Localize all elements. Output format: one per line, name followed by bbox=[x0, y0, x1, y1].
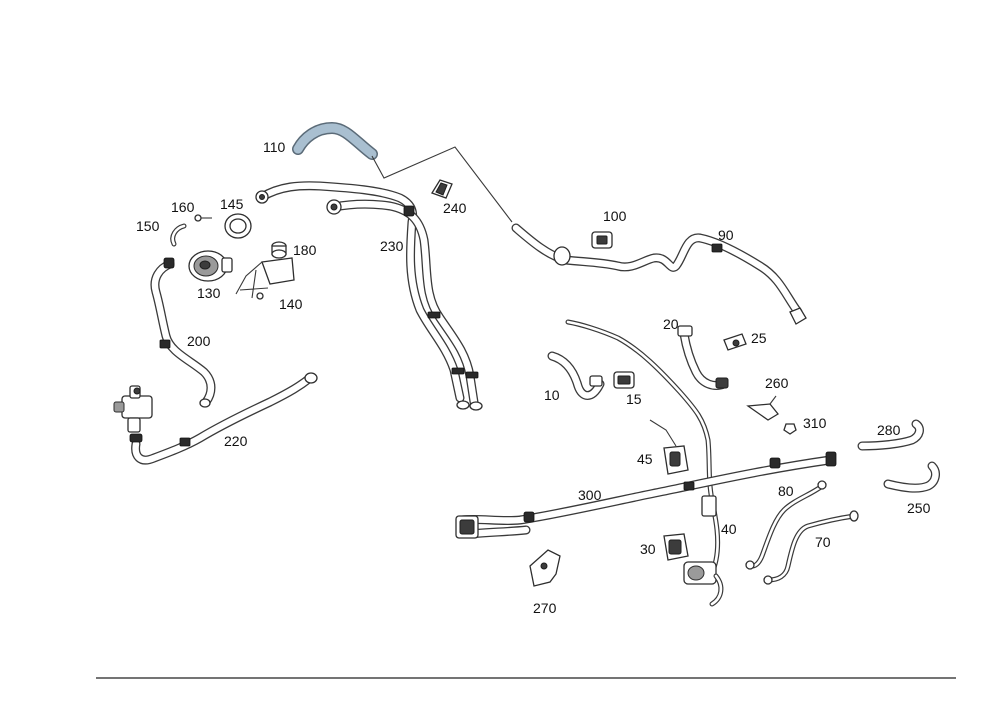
callout-25[interactable]: 25 bbox=[751, 330, 767, 346]
part-300-hose[interactable] bbox=[455, 451, 837, 539]
part-80-pipe[interactable] bbox=[745, 480, 827, 570]
part-100-clip[interactable] bbox=[591, 231, 613, 249]
part-200-hose[interactable] bbox=[150, 257, 216, 408]
part-30-clip[interactable] bbox=[663, 533, 689, 561]
part-15-fitting[interactable] bbox=[613, 371, 635, 389]
callout-30[interactable]: 30 bbox=[640, 541, 656, 557]
part-260-bracket[interactable] bbox=[746, 395, 779, 421]
callout-200[interactable]: 200 bbox=[187, 333, 211, 349]
part-90-hose[interactable] bbox=[511, 223, 807, 325]
callout-40[interactable]: 40 bbox=[721, 521, 737, 537]
part-45-bracket[interactable] bbox=[649, 419, 689, 475]
callout-260[interactable]: 260 bbox=[765, 375, 789, 391]
part-280-hose[interactable] bbox=[857, 419, 924, 451]
part-10-hose[interactable] bbox=[547, 351, 605, 400]
callout-145[interactable]: 145 bbox=[220, 196, 244, 212]
part-180-cap[interactable] bbox=[271, 241, 287, 259]
part-40-connector[interactable] bbox=[683, 495, 724, 607]
callout-15[interactable]: 15 bbox=[626, 391, 642, 407]
callout-180[interactable]: 180 bbox=[293, 242, 317, 258]
callout-140[interactable]: 140 bbox=[279, 296, 303, 312]
part-110-hose[interactable] bbox=[292, 122, 378, 160]
callout-300[interactable]: 300 bbox=[578, 487, 602, 503]
callout-20[interactable]: 20 bbox=[663, 316, 679, 332]
part-160-screw[interactable] bbox=[194, 214, 212, 222]
callout-70[interactable]: 70 bbox=[815, 534, 831, 550]
callout-310[interactable]: 310 bbox=[803, 415, 827, 431]
leader-line-110-90 bbox=[371, 146, 513, 223]
part-230-hose[interactable] bbox=[329, 199, 483, 411]
callout-100[interactable]: 100 bbox=[603, 208, 627, 224]
part-130-pump[interactable] bbox=[188, 250, 233, 282]
part-310-nut[interactable] bbox=[783, 423, 797, 435]
part-250-hose[interactable] bbox=[883, 461, 940, 493]
part-70-pipe[interactable] bbox=[763, 510, 859, 585]
callout-90[interactable]: 90 bbox=[718, 227, 734, 243]
callout-230[interactable]: 230 bbox=[380, 238, 404, 254]
part-140-bracket[interactable] bbox=[235, 257, 295, 300]
callout-10[interactable]: 10 bbox=[544, 387, 560, 403]
part-145-ring[interactable] bbox=[224, 213, 252, 239]
callout-250[interactable]: 250 bbox=[907, 500, 931, 516]
part-pipe-upper[interactable] bbox=[565, 319, 715, 503]
callout-130[interactable]: 130 bbox=[197, 285, 221, 301]
part-220-hose[interactable] bbox=[131, 372, 318, 465]
part-230-connector[interactable] bbox=[255, 190, 342, 215]
part-240-clip[interactable] bbox=[431, 179, 453, 199]
callout-270[interactable]: 270 bbox=[533, 600, 557, 616]
callout-220[interactable]: 220 bbox=[224, 433, 248, 449]
callout-150[interactable]: 150 bbox=[136, 218, 160, 234]
callout-labels: 110 160 145 150 240 230 180 100 90 130 1… bbox=[136, 139, 931, 616]
callout-45[interactable]: 45 bbox=[637, 451, 653, 467]
callout-280[interactable]: 280 bbox=[877, 422, 901, 438]
part-valve[interactable] bbox=[113, 385, 153, 443]
callout-110[interactable]: 110 bbox=[263, 139, 286, 155]
part-25-connector[interactable] bbox=[723, 333, 747, 351]
part-270-bracket[interactable] bbox=[529, 549, 561, 587]
part-20-hose[interactable] bbox=[677, 325, 729, 390]
callout-80[interactable]: 80 bbox=[778, 483, 794, 499]
callout-240[interactable]: 240 bbox=[443, 200, 467, 216]
callout-160[interactable]: 160 bbox=[171, 199, 195, 215]
part-150-clip[interactable] bbox=[170, 223, 187, 247]
